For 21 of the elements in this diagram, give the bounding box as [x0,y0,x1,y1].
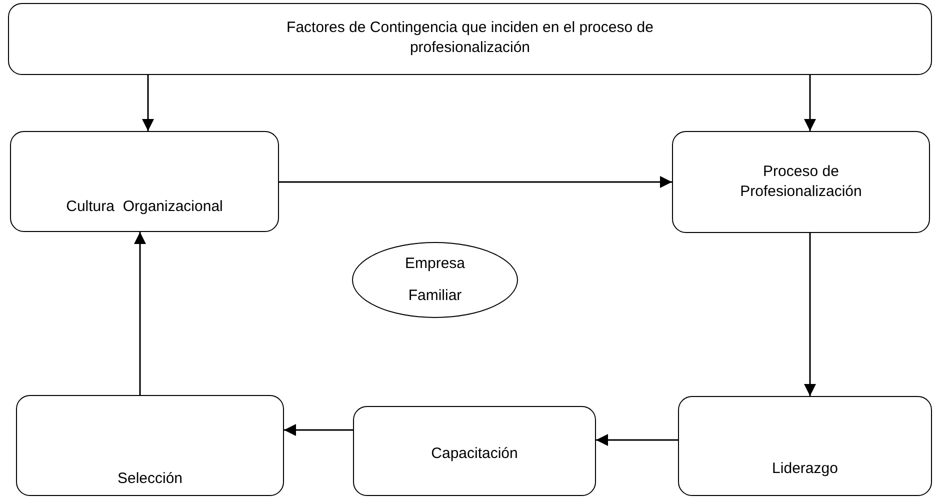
node-label: Factores de Contingencia que inciden en el proceso de profesionalización [286,18,654,58]
rounded-box [10,131,279,232]
arrow [596,434,678,446]
arrow [804,75,816,131]
arrow [142,75,154,131]
rounded-box [678,396,932,496]
rounded-box [8,3,932,75]
node-label: Selección [117,468,183,489]
arrow [284,424,353,436]
node-label: Liderazgo [772,458,838,479]
arrow [804,233,816,396]
node-label: Familiar [408,286,462,306]
rounded-box [16,395,284,496]
arrow [279,176,672,188]
rounded-box [672,131,930,233]
node-label: Cultura Organizacional [66,196,223,217]
arrow [134,232,146,395]
node-label: Proceso de Profesionalización [739,162,863,202]
node-label: Capacitación [431,444,518,464]
node-label: Empresa [404,254,466,274]
rounded-box [353,406,596,496]
